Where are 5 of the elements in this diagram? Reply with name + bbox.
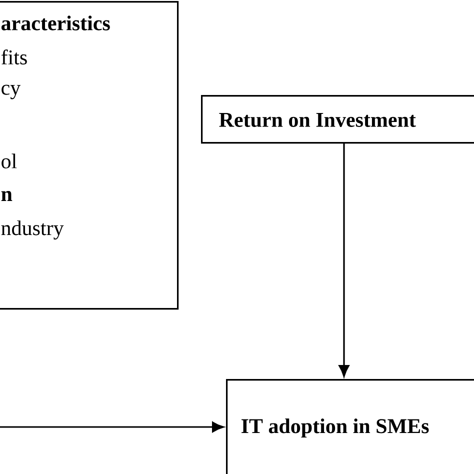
text-box: aracteristics fits cy ol n ndustry [0,1,179,310]
arrow [338,142,350,377]
arrow [0,422,224,432]
process-box: IT adoption in SMEs [226,379,474,474]
process-box: Return on Investment [201,95,474,144]
